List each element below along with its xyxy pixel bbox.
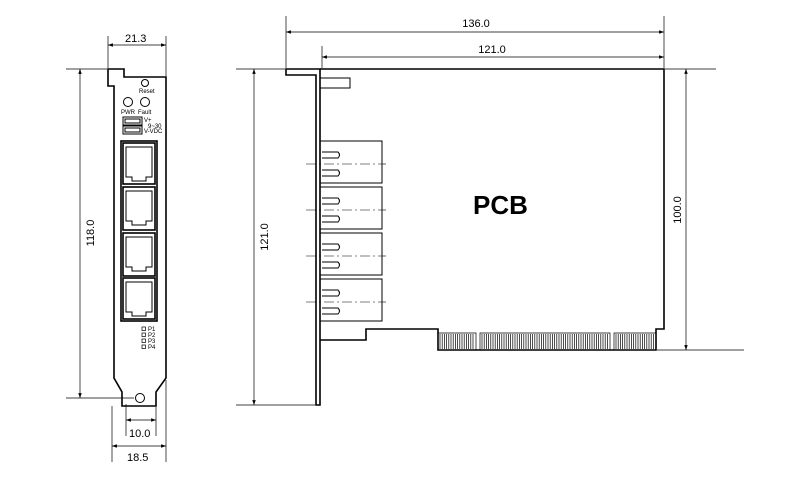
dim-bracket-width: 21.3 [125,33,146,45]
dim-total-length: 136.0 [462,18,490,30]
reset-label: Reset [139,89,155,95]
mounting-hole [135,393,145,403]
rj45-port-block [120,140,158,322]
card-dimensions: 136.0 121.0 121.0 100.0 [236,16,744,406]
power-terminal-top-inner [124,118,141,124]
dim-hole: 10.0 [129,428,150,440]
bracket-tab [320,77,351,89]
rj45-side-1 [319,140,383,184]
power-vdc-label: V-VDC [144,129,163,135]
reset-button-hole [141,79,149,87]
rj45-side-4 [319,278,383,322]
rj45-side-2 [319,186,383,230]
bracket-front-view: Reset PWR Fault V+ 9~30 V-VDC [107,68,167,407]
card-side-view: PCB [285,68,665,406]
power-terminal-bottom-inner [124,127,141,133]
fault-led [140,97,150,107]
dim-card-height-left: 121.0 [259,223,271,251]
dim-card-length: 121.0 [478,44,506,56]
fault-label: Fault [138,110,152,116]
pcb-outline [320,68,665,351]
power-range-label: 9~30 [148,124,162,130]
dim-bracket-height: 118.0 [85,220,97,247]
p4-label: P4 [148,345,156,351]
rj45-port-2 [122,186,156,231]
pwr-led [123,97,133,107]
power-v-plus-label: V+ [144,118,152,124]
bracket-profile [285,68,321,406]
p1-led [141,326,146,331]
p2-led [141,332,146,337]
bracket-dimensions: 21.3 118.0 10.0 18.5 [66,33,167,464]
p2-label: P2 [148,333,156,339]
rj45-port-4 [122,277,156,320]
rj45-port-1 [122,142,156,185]
power-terminal-bottom [122,125,143,135]
p3-led [141,338,146,343]
p1-label: P1 [148,327,156,333]
bracket-outline [107,68,167,407]
power-terminal-top [122,116,143,126]
rj45-port-3 [122,232,156,277]
dim-bottom-width: 18.5 [127,452,148,464]
rj45-side-3 [319,232,383,276]
pcb-label: PCB [473,190,528,220]
p4-led [141,344,146,349]
pwr-label: PWR [121,110,136,116]
dim-card-height-right: 100.0 [672,196,684,224]
edge-connector [438,332,656,350]
p3-label: P3 [148,339,156,345]
